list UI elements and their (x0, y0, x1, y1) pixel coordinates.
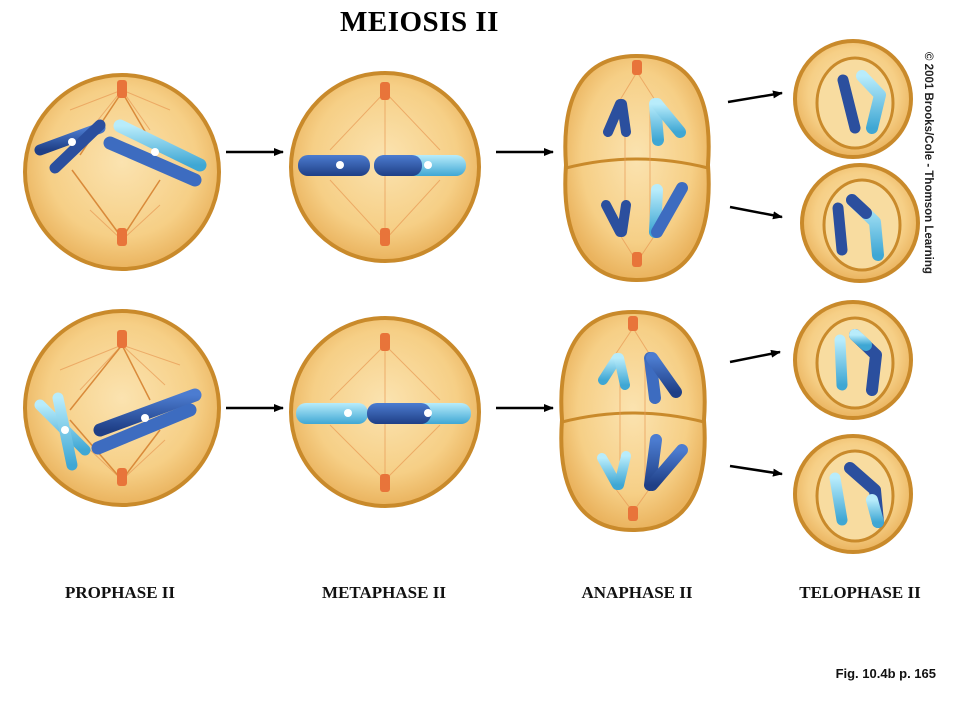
centriole (380, 228, 390, 246)
arrow (727, 90, 783, 104)
centriole (380, 474, 390, 492)
centriole (628, 316, 638, 331)
chromosome-light (103, 119, 207, 187)
anaphase-cell-top (563, 53, 711, 283)
centriole (632, 252, 642, 267)
centriole (117, 330, 127, 348)
figure-reference: Fig. 10.4b p. 165 (835, 666, 936, 681)
chromosome-mixed (374, 155, 466, 176)
label-anaphase: ANAPHASE II (581, 583, 693, 602)
copyright-credit: © 2001 Brooks/Cole - Thomson Learning (922, 52, 934, 274)
label-telophase: TELOPHASE II (799, 583, 921, 602)
telophase-cell-2 (800, 163, 920, 283)
metaphase-cell-top (289, 71, 481, 263)
chromosome-dark (298, 155, 370, 176)
centriole (628, 506, 638, 521)
centriole (117, 228, 127, 246)
arrow (729, 464, 783, 477)
centriole (632, 60, 642, 75)
telophase-cell-1 (793, 39, 913, 159)
arrow (729, 205, 783, 220)
centriole (117, 468, 127, 486)
metaphase-cell-bottom (289, 316, 481, 508)
label-prophase: PROPHASE II (64, 583, 176, 602)
arrow (729, 349, 781, 364)
centriole (117, 80, 127, 98)
prophase-cell-bottom (23, 309, 221, 507)
diagram-title: MEIOSIS II (340, 6, 499, 38)
anaphase-cell-bottom (559, 309, 707, 533)
prophase-cell-top (23, 73, 221, 271)
telophase-cell-3 (793, 300, 913, 420)
centriole (380, 82, 390, 100)
label-metaphase: METAPHASE II (322, 583, 446, 602)
telophase-cell-4 (793, 434, 913, 554)
centriole (380, 333, 390, 351)
chromosome-dark (34, 119, 106, 174)
